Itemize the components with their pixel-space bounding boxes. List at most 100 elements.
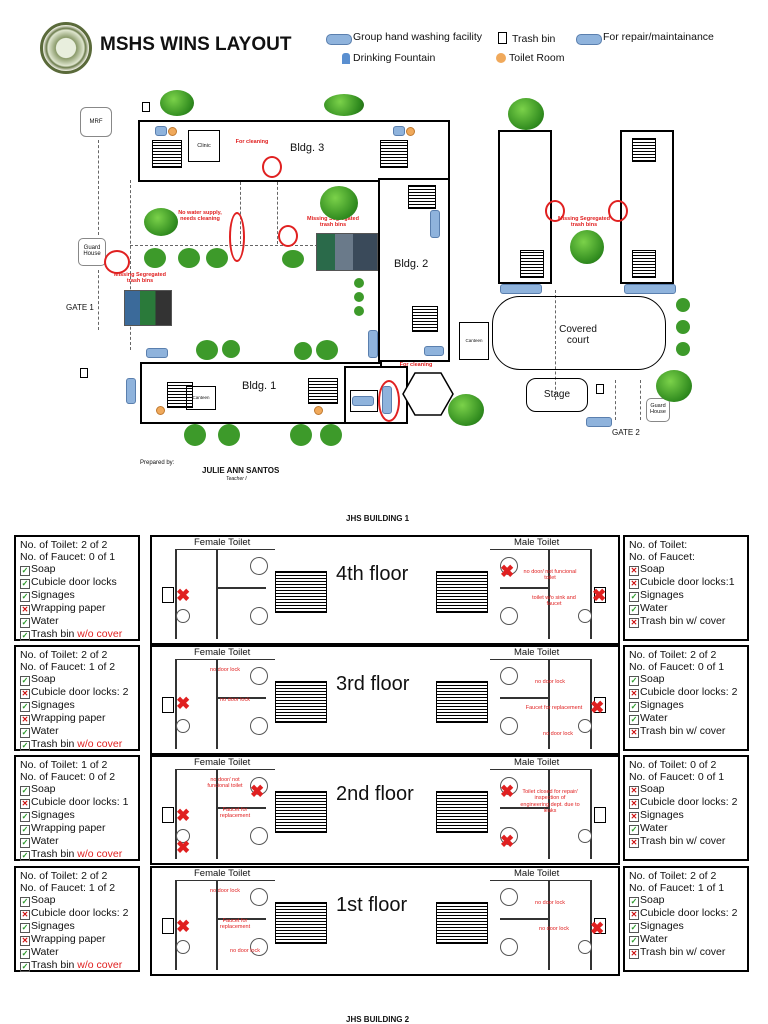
- sink-fixture: [578, 719, 592, 733]
- section-title-building-1: JHS BUILDING 1: [346, 514, 410, 523]
- info-text: No. of Toilet:: [629, 539, 688, 551]
- clinic-room: Clinic: [188, 130, 220, 162]
- info-line: ✓Signages: [20, 699, 134, 713]
- info-text: No. of Toilet: 2 of 2: [629, 870, 717, 882]
- wall: [175, 880, 177, 970]
- sink-fixture: [578, 829, 592, 843]
- tree: [320, 186, 358, 220]
- check-icon: ✓: [629, 676, 639, 687]
- info-line: No. of Toilet: 2 of 2: [629, 649, 743, 661]
- shrub: [316, 340, 338, 360]
- check-icon: ✓: [20, 579, 30, 590]
- check-icon: ✓: [629, 592, 639, 603]
- section-title-building-2: JHS BUILDING 2: [346, 1015, 410, 1024]
- info-text: Signages: [640, 920, 684, 933]
- issue-marker: [104, 250, 130, 274]
- bins-photo: [316, 233, 378, 271]
- info-line: ✕Soap: [629, 783, 743, 797]
- stairs: [436, 902, 488, 944]
- info-line: ✕Wrapping paper: [20, 712, 134, 726]
- tree: [656, 370, 692, 402]
- info-line: No. of Toilet: 1 of 2: [20, 759, 134, 771]
- wall: [216, 659, 218, 749]
- gate2-label: GATE 2: [612, 428, 640, 437]
- toilet-fixture: [500, 777, 518, 795]
- bldg2-label: Bldg. 2: [394, 258, 429, 270]
- wall: [175, 769, 177, 859]
- info-line: ✓Water: [20, 835, 134, 849]
- wall: [216, 918, 266, 920]
- gate1-label: GATE 1: [66, 303, 94, 312]
- cross-icon: ✕: [20, 605, 30, 616]
- info-text: Signages: [31, 809, 75, 822]
- canteen-1: Canteen: [186, 386, 216, 410]
- shrub: [354, 292, 364, 302]
- note-missing-bins-2: Missing Segregated trash bins: [114, 272, 166, 285]
- sink-icon: [368, 330, 378, 358]
- stairs: [436, 791, 488, 833]
- female-toilet-label: Female Toilet: [194, 757, 251, 768]
- info-text: Signages: [31, 920, 75, 933]
- info-line: ✓Soap: [629, 894, 743, 908]
- legend-trash-bin: Trash bin: [512, 33, 556, 45]
- wall: [590, 769, 592, 859]
- female-toilet-label: Female Toilet: [194, 537, 251, 548]
- info-text: No. of Faucet: 0 of 2: [20, 771, 116, 784]
- covered-court-label: Covered court: [559, 324, 597, 346]
- shrub: [676, 298, 690, 312]
- wall: [216, 549, 218, 639]
- info-text: Signages: [31, 699, 75, 712]
- info-line: ✓Water: [20, 725, 134, 739]
- issue-marker: [278, 225, 298, 247]
- guard-house-left: Guard House: [78, 238, 106, 266]
- sink-fixture: [578, 609, 592, 623]
- check-icon: ✓: [20, 676, 30, 687]
- female-toilet-label: Female Toilet: [194, 868, 251, 879]
- toilet-fixture: [250, 667, 268, 685]
- info-line: ✓Trash bin w/o cover: [20, 848, 134, 862]
- mrf-box: MRF: [80, 107, 112, 137]
- info-line: ✓Trash bin w/o cover: [20, 959, 134, 973]
- trash-bin-icon: [594, 587, 606, 603]
- male-toilet-label: Male Toilet: [514, 537, 560, 548]
- cross-icon: ✕: [629, 579, 639, 590]
- issue-x-icon: ✖: [176, 806, 191, 825]
- fence: [130, 245, 378, 246]
- info-text: No. of Toilet: 2 of 2: [20, 870, 108, 882]
- info-line: ✕Cubicle door locks: 2: [20, 686, 134, 700]
- drinking-fountain-icon: [342, 53, 350, 64]
- info-line: ✓Wrapping paper: [20, 822, 134, 836]
- info-text: Wrapping paper: [31, 822, 106, 835]
- trash-bin-icon: [596, 384, 604, 394]
- cross-icon: ✕: [629, 566, 639, 577]
- shrub: [222, 340, 240, 358]
- sink-icon: [146, 348, 168, 358]
- info-line: ✓Water: [20, 946, 134, 960]
- info-text: Water: [31, 835, 59, 848]
- toilet-fixture: [250, 827, 268, 845]
- cross-icon: ✕: [629, 812, 639, 823]
- check-icon: ✓: [20, 702, 30, 713]
- shrub: [206, 248, 228, 268]
- wall: [216, 697, 266, 699]
- cross-icon: ✕: [629, 910, 639, 921]
- hexagon-shape: [402, 372, 454, 416]
- fence: [240, 182, 241, 244]
- note-for-cleaning-bottom: For cleaning: [399, 362, 433, 368]
- note-missing-bins-3: Missing Segregated trash bins: [558, 216, 610, 229]
- bins-photo: [124, 290, 172, 326]
- info-line: No. of Toilet: 2 of 2: [20, 870, 134, 882]
- toilet-room-icon: [168, 127, 177, 136]
- issue-marker: [262, 156, 282, 178]
- wall: [548, 659, 550, 749]
- tree: [144, 208, 178, 236]
- info-line: No. of Faucet: 1 of 1: [629, 882, 743, 894]
- check-icon: ✓: [629, 923, 639, 934]
- toilet-room-icon: [496, 53, 506, 63]
- female-issue-note: no door lock: [230, 948, 260, 954]
- info-line: ✓Signages: [629, 699, 743, 713]
- trash-bin-icon: [162, 918, 174, 934]
- info-text-red: w/o cover: [77, 628, 123, 641]
